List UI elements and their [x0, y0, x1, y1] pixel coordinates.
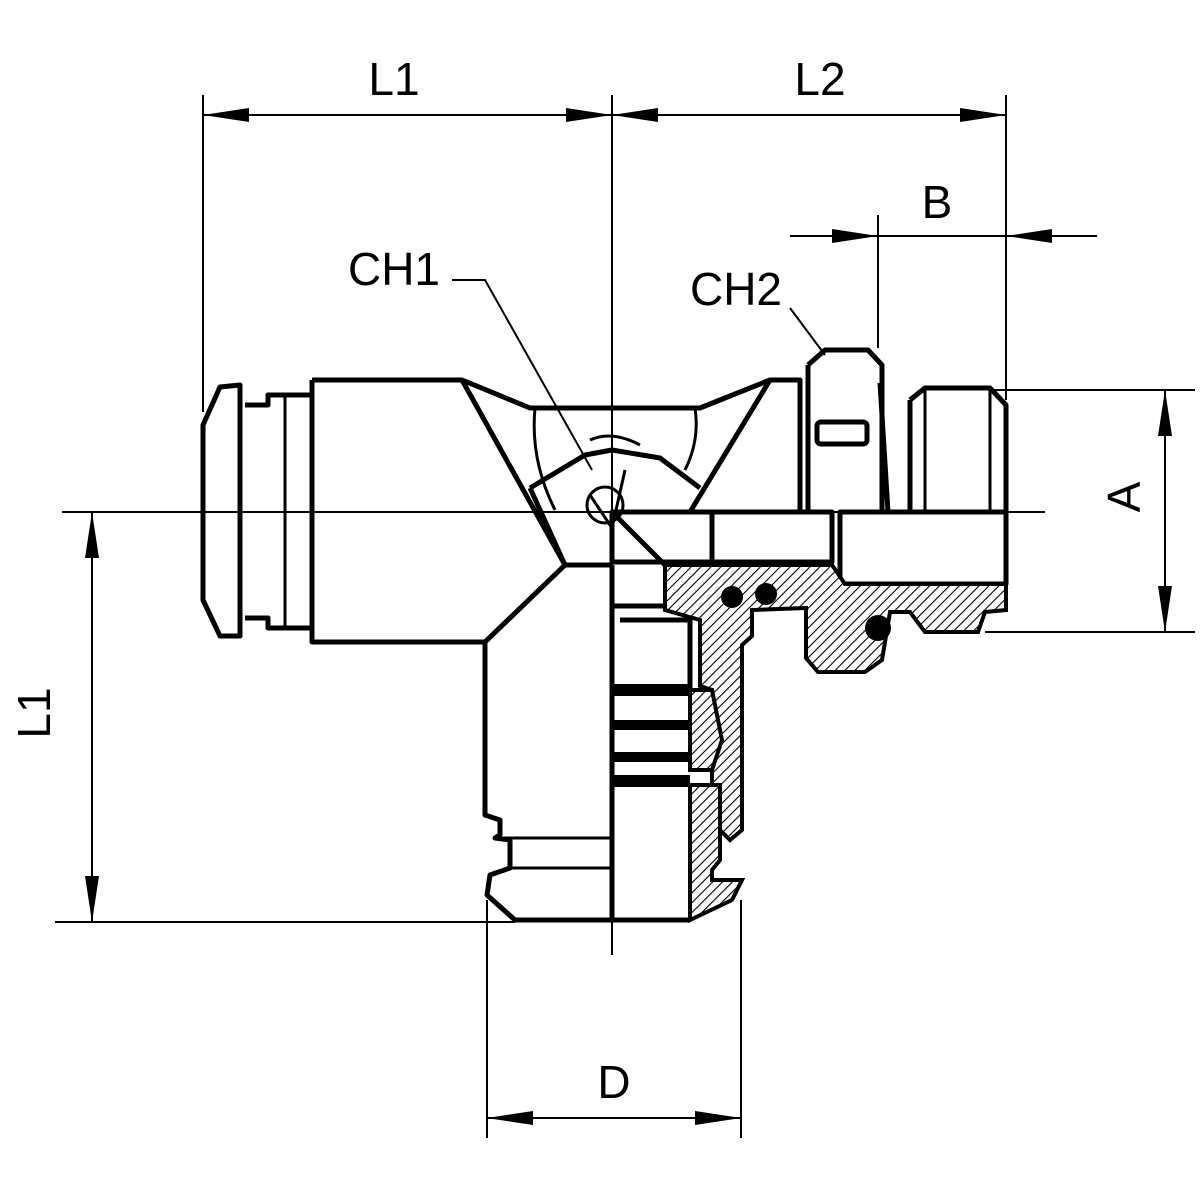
callout-label-ch1: CH1	[348, 243, 440, 295]
dimension-label-l2: L2	[794, 53, 845, 105]
extension-lines	[55, 95, 1195, 1138]
dimension-label-l1-top: L1	[368, 53, 419, 105]
dimension-label-a: A	[1098, 481, 1150, 512]
callout-label-ch2: CH2	[690, 263, 782, 315]
dimension-label-l1-left: L1	[8, 687, 60, 738]
dimension-lines	[85, 108, 1172, 1125]
dimension-label-b: B	[922, 176, 953, 228]
dimension-label-d: D	[597, 1056, 630, 1108]
center-lines	[62, 95, 1045, 955]
fitting-body	[200, 347, 1009, 924]
